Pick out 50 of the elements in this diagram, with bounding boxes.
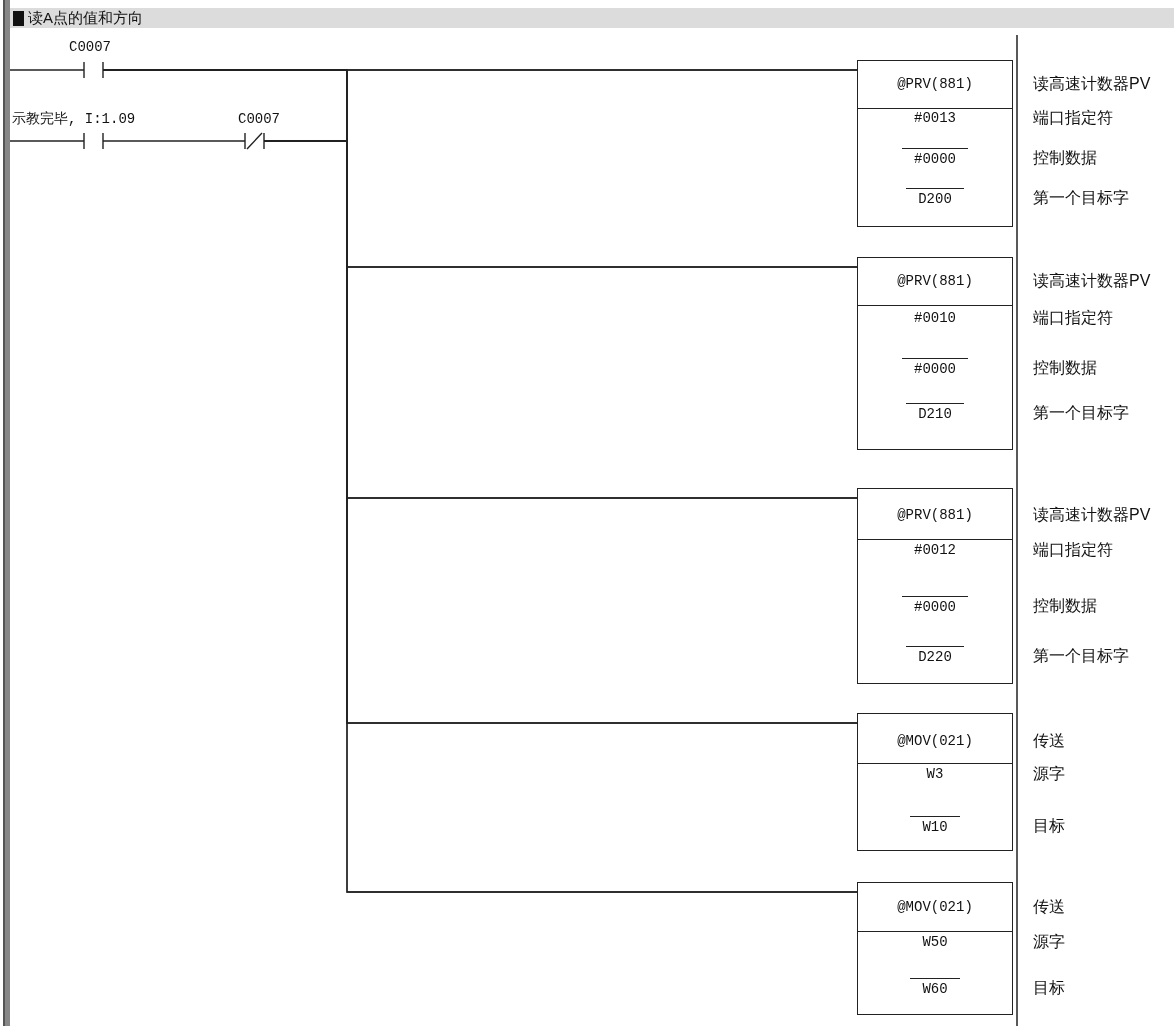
operand-text: D200	[906, 188, 964, 208]
operand-comment: 读高速计数器PV	[1033, 505, 1151, 525]
operand-comment: 端口指定符	[1033, 108, 1113, 128]
ladder-wire	[9, 140, 85, 142]
operand-comment: 端口指定符	[1033, 308, 1113, 328]
left-power-rail	[3, 0, 10, 1026]
ladder-wire	[9, 69, 85, 71]
operand-text: W3	[926, 765, 944, 784]
operand-text: #0000	[902, 596, 968, 616]
instruction-mnemonic: @PRV(881)	[897, 75, 973, 94]
instruction-block	[857, 488, 1013, 684]
operand-text: D210	[906, 403, 964, 423]
rung-title: 读A点的值和方向	[28, 8, 143, 28]
instruction-mnemonic: @MOV(021)	[897, 732, 973, 751]
operand-comment: 端口指定符	[1033, 540, 1113, 560]
instruction-block	[857, 257, 1013, 450]
operand-comment: 目标	[1033, 816, 1065, 836]
operand-comment: 传送	[1033, 731, 1065, 751]
operand-text: #0013	[914, 109, 956, 128]
operand-comment: 控制数据	[1033, 358, 1097, 378]
operand-comment: 第一个目标字	[1033, 646, 1129, 666]
instruction-mnemonic: @MOV(021)	[897, 898, 973, 917]
operand-text: #0000	[902, 358, 968, 378]
operand-text: W10	[910, 816, 960, 836]
operand-comment: 目标	[1033, 978, 1065, 998]
instruction-mnemonic: @PRV(881)	[897, 506, 973, 525]
operand-comment: 控制数据	[1033, 596, 1097, 616]
contact-address: C0007	[237, 110, 281, 128]
contact-address: 示教完毕, I:1.09	[12, 110, 137, 128]
operand-text: #0012	[914, 541, 956, 560]
operand-text: #0000	[902, 148, 968, 168]
contact-address: C0007	[68, 38, 112, 56]
operand-comment: 第一个目标字	[1033, 188, 1129, 208]
instruction-mnemonic: @PRV(881)	[897, 272, 973, 291]
operand-comment: 源字	[1033, 764, 1065, 784]
operand-text: #0010	[914, 309, 956, 328]
operand-text: W50	[922, 933, 948, 952]
operand-text: D220	[906, 646, 964, 666]
instruction-block	[857, 60, 1013, 227]
operand-comment: 第一个目标字	[1033, 403, 1129, 423]
operand-comment: 传送	[1033, 897, 1065, 917]
ladder-wire	[263, 140, 858, 893]
ladder-wire	[102, 140, 246, 142]
instruction-block	[857, 713, 1013, 851]
instruction-block	[857, 882, 1013, 1015]
operand-text: W60	[910, 978, 960, 998]
operand-comment: 控制数据	[1033, 148, 1097, 168]
operand-comment: 读高速计数器PV	[1033, 271, 1151, 291]
operand-comment: 读高速计数器PV	[1033, 74, 1151, 94]
operand-comment: 源字	[1033, 932, 1065, 952]
